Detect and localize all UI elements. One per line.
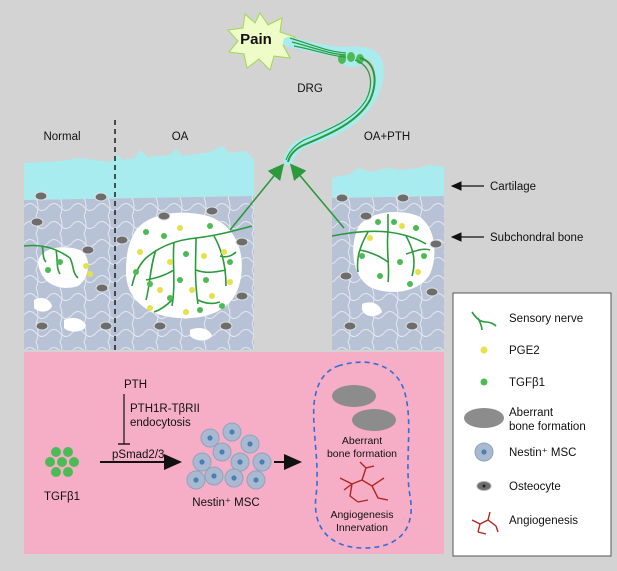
legend-label-sensory-nerve: Sensory nerve bbox=[509, 313, 583, 325]
osteocyte bbox=[81, 245, 95, 255]
label-subchondral-bone: Subchondral bone bbox=[490, 232, 583, 244]
pain-burst: Pain bbox=[226, 12, 297, 71]
drg-label: DRG bbox=[297, 83, 323, 95]
osteocyte bbox=[425, 287, 439, 297]
legend-label-osteocyte: Osteocyte bbox=[509, 481, 561, 493]
tgf-dot-icon bbox=[480, 378, 488, 386]
legend-label-pge2: PGE2 bbox=[509, 345, 540, 357]
bone-ellipse-icon bbox=[464, 408, 504, 428]
osteocyte bbox=[99, 321, 113, 331]
sensory-nerves bbox=[23, 213, 431, 313]
tgf-cluster bbox=[45, 447, 79, 477]
msc-cluster bbox=[186, 422, 272, 490]
tgf-dots bbox=[45, 219, 427, 313]
osteocyte bbox=[339, 271, 353, 281]
legend-label-angiogenesis: Angiogenesis bbox=[509, 515, 578, 527]
oa-cavity bbox=[126, 212, 242, 319]
drg-neuron: DRG bbox=[283, 37, 384, 165]
osteocyte bbox=[335, 193, 349, 203]
legend-label-aberrant-2: bone formation bbox=[509, 421, 586, 433]
osteocyte bbox=[219, 321, 233, 331]
angio-line2: Innervation bbox=[336, 522, 388, 534]
bone-section-normal-oa bbox=[24, 120, 254, 352]
pain-label: Pain bbox=[240, 31, 272, 48]
osteocyte bbox=[343, 321, 357, 331]
msc-cluster-label: Nestin⁺ MSC bbox=[192, 497, 259, 509]
psmad-label: pSmad2/3 bbox=[112, 449, 164, 461]
pge2-dot-icon bbox=[480, 346, 488, 354]
osteocyte bbox=[115, 235, 129, 245]
angiogenesis-vessels bbox=[339, 461, 389, 503]
osteocyte bbox=[359, 211, 373, 221]
panel-label-oa-pth: OA+PTH bbox=[364, 131, 410, 143]
nerve-icon bbox=[471, 311, 497, 331]
vessel-icon bbox=[471, 511, 499, 535]
cartilage-layer-left bbox=[24, 146, 254, 200]
structure-labels: Cartilage Subchondral bone bbox=[450, 181, 583, 244]
pth-label: PTH bbox=[124, 379, 147, 391]
legend-label-nestin-msc: Nestin⁺ MSC bbox=[509, 447, 576, 459]
osteocyte bbox=[157, 211, 171, 221]
legend-label-tgf: TGFβ1 bbox=[509, 377, 545, 389]
osteocytes-left bbox=[30, 191, 249, 331]
mechanism-panel: PTH PTH1R-TβRII endocytosis pSmad2/3 TGF… bbox=[24, 352, 444, 554]
osteocyte bbox=[95, 283, 109, 293]
osteocyte bbox=[235, 291, 249, 301]
drg-cell-2 bbox=[347, 52, 355, 62]
osteocyte bbox=[205, 206, 219, 216]
angio-line1: Angiogenesis bbox=[330, 509, 393, 521]
cartilage-layer-right bbox=[332, 165, 444, 198]
label-cartilage: Cartilage bbox=[490, 181, 536, 193]
panel-label-oa: OA bbox=[172, 131, 189, 143]
osteocyte bbox=[235, 237, 249, 247]
osteocyte bbox=[396, 193, 410, 203]
pge2-dots bbox=[83, 223, 421, 315]
aberrant-line2: bone formation bbox=[327, 448, 397, 460]
osteocyte bbox=[34, 191, 48, 201]
panel-label-normal: Normal bbox=[43, 131, 80, 143]
osteocyte bbox=[35, 321, 49, 331]
tgf-cluster-label: TGFβ1 bbox=[44, 491, 80, 503]
pain-burst-shape bbox=[226, 12, 297, 71]
osteocyte bbox=[429, 239, 443, 249]
osteocyte bbox=[94, 192, 108, 202]
osteocyte bbox=[153, 321, 167, 331]
endocytosis-line2: endocytosis bbox=[130, 417, 191, 429]
aberrant-bone-2 bbox=[352, 409, 396, 431]
aberrant-bone-1 bbox=[332, 385, 376, 407]
osteocyte bbox=[405, 321, 419, 331]
legend-label-aberrant-1: Aberrant bbox=[509, 407, 554, 419]
endocytosis-line1: PTH1R-TβRII bbox=[130, 403, 200, 415]
outcome-dashed-region bbox=[312, 361, 412, 549]
nerve-arrows bbox=[229, 163, 345, 231]
osteocytes-right bbox=[335, 193, 443, 331]
aberrant-line1: Aberrant bbox=[342, 435, 382, 447]
osteocyte bbox=[30, 217, 44, 227]
legend: Sensory nerve PGE2 TGFβ1 Aberrant bone f… bbox=[452, 292, 612, 557]
